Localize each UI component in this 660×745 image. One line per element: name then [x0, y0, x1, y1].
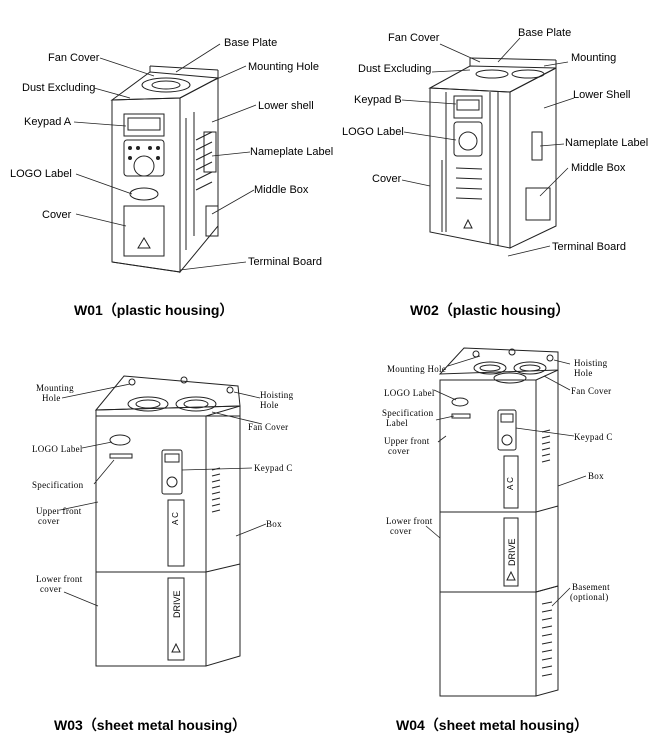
w04-label-specification-line1: Specification [382, 408, 434, 418]
w03-label-lower-front-line2: cover [40, 584, 62, 594]
w04-label-upper-front-line1: Upper front [384, 436, 430, 446]
w01-label-fan-cover: Fan Cover [48, 52, 100, 64]
w04-drawing [425, 347, 587, 697]
w02-label-dust-excluding: Dust Excluding [358, 63, 432, 75]
w01-label-middle-box: Middle Box [254, 184, 309, 196]
w02-label-terminal-board: Terminal Board [552, 241, 626, 253]
w03-label-logo-label: LOGO Label [32, 444, 83, 454]
w02-caption: W02（plastic housing） [410, 302, 570, 318]
w03-label-lower-front-line1: Lower front [36, 574, 83, 584]
w03-label-mounting-hole-line1: Mounting [36, 383, 74, 393]
w04-label-lower-front-line2: cover [390, 526, 412, 536]
w04-label-mounting-hole: Mounting Hole [387, 364, 447, 374]
w03-label-keypad: Keypad C [254, 463, 293, 473]
w03-label-hoisting-hole-line1: Hoisting [260, 390, 294, 400]
w04-label-upper-front-line2: cover [388, 446, 410, 456]
w01-label-lower-shell: Lower shell [258, 100, 314, 112]
w04-label-hoisting-line2: Hole [574, 368, 593, 378]
w04-label-basement-line2: (optional) [570, 592, 609, 602]
w01-label-terminal-board: Terminal Board [248, 256, 322, 268]
w03-label-upper-front-line1: Upper front [36, 506, 82, 516]
w02-label-keypad: Keypad B [354, 94, 402, 106]
w04-panel-text-ac: A C [506, 477, 515, 490]
w01-diagram: Fan Cover Base Plate Dust Excluding Moun… [0, 0, 334, 330]
w04-caption: W04（sheet metal housing） [396, 717, 589, 733]
w01-label-base-plate: Base Plate [224, 37, 278, 49]
w02-diagram: Fan Cover Base Plate Dust Excluding Moun… [330, 0, 660, 330]
w01-label-nameplate-label: Nameplate Label [250, 146, 334, 158]
w03-drawing [59, 375, 267, 667]
w03-label-box: Box [266, 519, 282, 529]
w04-label-basement-line1: Basement [572, 582, 610, 592]
w04-label-lower-front-line1: Lower front [386, 516, 433, 526]
w04-label-hoisting-line1: Hoisting [574, 358, 608, 368]
w03-panel-text-ac: A C [171, 512, 180, 525]
w01-label-mounting-hole: Mounting Hole [248, 61, 319, 73]
w02-label-cover: Cover [372, 173, 402, 185]
w04-label-logo-label: LOGO Label [384, 388, 435, 398]
w02-label-nameplate-label: Nameplate Label [565, 137, 649, 149]
w04-panel-text-drive: DRIVE [507, 538, 517, 566]
w01-label-cover: Cover [42, 209, 72, 221]
w02-label-logo-label: LOGO Label [342, 126, 404, 138]
w03-panel-text-drive: DRIVE [172, 590, 182, 618]
w03-caption: W03（sheet metal housing） [54, 717, 247, 733]
w01-label-keypad: Keypad A [24, 116, 72, 128]
w04-label-specification-line2: Label [386, 418, 408, 428]
w02-label-fan-cover: Fan Cover [388, 32, 440, 44]
w01-caption: W01（plastic housing） [74, 302, 234, 318]
w04-label-fan-cover: Fan Cover [571, 386, 612, 396]
w04-diagram: Mounting Hole Hoisting Hole LOGO Label F… [330, 340, 660, 710]
w01-label-dust-excluding: Dust Excluding [22, 82, 96, 94]
w03-label-fan-cover: Fan Cover [248, 422, 289, 432]
w02-label-base-plate: Base Plate [518, 27, 572, 39]
w03-label-hoisting-hole-line2: Hole [260, 400, 279, 410]
w03-label-upper-front-line2: cover [38, 516, 60, 526]
w01-label-logo-label: LOGO Label [10, 168, 72, 180]
w01-drawing [73, 43, 257, 274]
w02-label-mounting: Mounting [571, 52, 617, 64]
w03-label-specification: Specification [32, 480, 84, 490]
w02-label-lower-shell: Lower Shell [573, 89, 631, 101]
w03-diagram: Mounting Hole Hoisting Hole Fan Cover LO… [0, 360, 330, 710]
w02-label-middle-box: Middle Box [571, 162, 626, 174]
w02-drawing [401, 37, 575, 257]
w04-label-keypad: Keypad C [574, 432, 613, 442]
w03-label-mounting-hole-line2: Hole [42, 393, 61, 403]
w04-label-box: Box [588, 471, 604, 481]
